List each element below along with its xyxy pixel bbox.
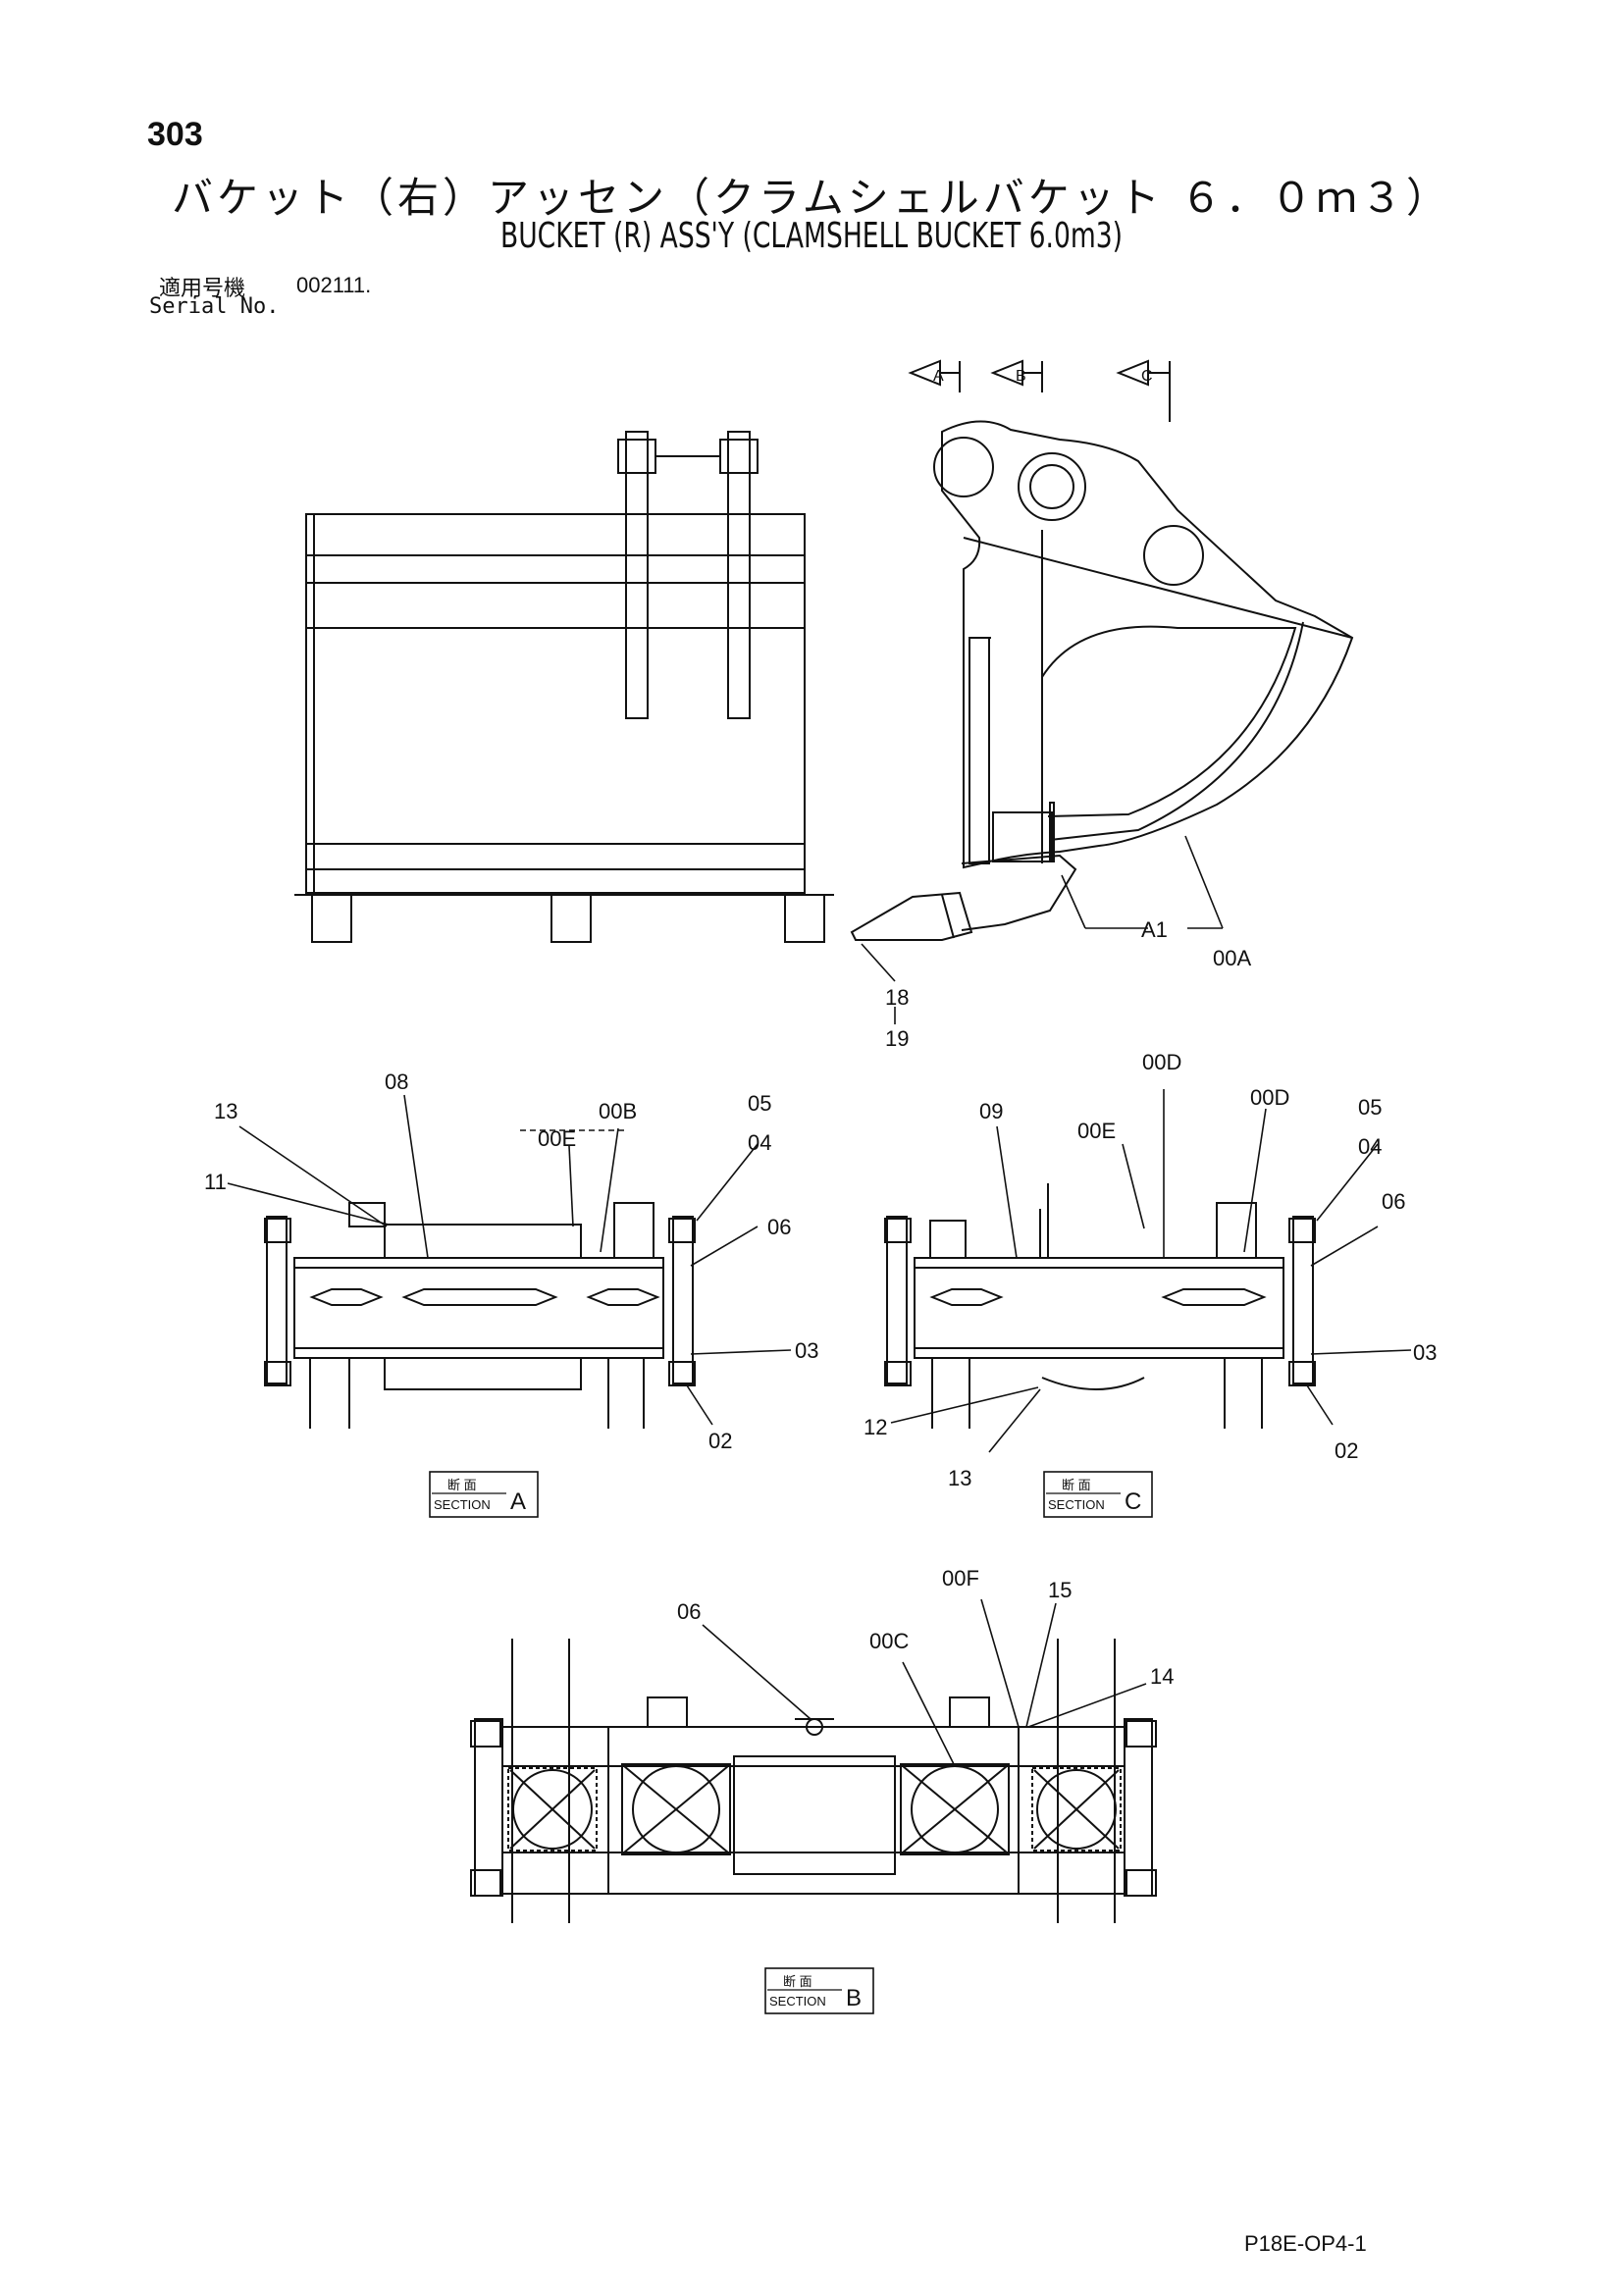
- callout-sc-04: 04: [1358, 1134, 1382, 1159]
- callout-labels: A1 00A 18 19 13 08 00E 00B 05 04 11 06 0…: [204, 368, 1437, 1689]
- callout-sa-03: 03: [795, 1338, 818, 1363]
- callout-sb-15: 15: [1048, 1578, 1072, 1602]
- section-c-letter: C: [1125, 1488, 1141, 1515]
- section-b-drawing: [470, 1639, 1157, 1923]
- callout-sc-03: 03: [1413, 1340, 1437, 1365]
- callout-19: 19: [885, 1026, 909, 1051]
- callout-sa-11: 11: [204, 1170, 227, 1194]
- callout-sb-14: 14: [1150, 1664, 1174, 1689]
- callout-sa-06: 06: [767, 1215, 791, 1239]
- section-a-label-jp: 断 面: [447, 1478, 477, 1492]
- section-a-drawing: [264, 1129, 696, 1429]
- serial-number-value: 002111.: [296, 273, 372, 297]
- section-c-callouts: [890, 1089, 1412, 1453]
- callout-18: 18: [885, 985, 909, 1010]
- callout-sc-00d: 00D: [1250, 1085, 1289, 1110]
- section-a-callouts: [227, 1094, 792, 1426]
- view-marker-a: A: [933, 368, 944, 385]
- callout-sa-04: 04: [748, 1130, 771, 1155]
- title-english: BUCKET (R) ASS'Y (CLAMSHELL BUCKET 6.0m3…: [500, 216, 1123, 256]
- section-label-b: 断 面 SECTION B: [764, 1967, 874, 2014]
- callout-sa-00e: 00E: [538, 1126, 576, 1151]
- callout-a1: A1: [1141, 917, 1168, 942]
- title-japanese: バケット（右）アッセン（クラムシェルバケット ６．０ｍ３）: [171, 174, 1452, 222]
- callout-00a: 00A: [1213, 946, 1251, 970]
- callout-sa-05: 05: [748, 1091, 771, 1116]
- section-a-letter: A: [510, 1488, 526, 1515]
- callout-sc-00d-top: 00D: [1142, 1050, 1181, 1074]
- callout-sb-00f: 00F: [942, 1566, 979, 1591]
- section-b-callouts: [702, 1598, 1147, 1765]
- callout-sc-05: 05: [1358, 1095, 1382, 1120]
- document-code: P18E-OP4-1: [1244, 2231, 1367, 2256]
- callout-sc-06: 06: [1382, 1189, 1405, 1214]
- section-c-drawing: [884, 1183, 1316, 1429]
- serial-label-japanese: 適用号機: [159, 277, 246, 301]
- bucket-front-view: [294, 431, 834, 943]
- callout-sc-12: 12: [864, 1415, 887, 1439]
- callout-sc-00e: 00E: [1077, 1119, 1116, 1143]
- callout-sa-13: 13: [214, 1099, 237, 1123]
- callout-sa-00b: 00B: [599, 1099, 637, 1123]
- section-b-letter: B: [846, 1985, 862, 2011]
- callout-sc-02: 02: [1335, 1438, 1358, 1463]
- section-a-label-en: SECTION: [434, 1497, 491, 1512]
- callout-sa-08: 08: [385, 1070, 408, 1094]
- section-b-label-en: SECTION: [769, 1994, 826, 2009]
- serial-label-english: Serial No.: [149, 294, 280, 319]
- callout-sb-00c: 00C: [869, 1629, 909, 1653]
- callout-sa-02: 02: [708, 1429, 732, 1453]
- section-label-c: 断 面 SECTION C: [1043, 1471, 1153, 1518]
- callout-sc-13: 13: [948, 1466, 971, 1490]
- view-marker-c: C: [1141, 368, 1153, 385]
- view-arrow-c: [1116, 359, 1171, 422]
- bucket-side-view: [850, 359, 1354, 941]
- callout-sc-09: 09: [979, 1099, 1003, 1123]
- section-c-label-jp: 断 面: [1062, 1478, 1091, 1492]
- page-number: 303: [147, 116, 203, 153]
- section-label-a: 断 面 SECTION A: [429, 1471, 539, 1518]
- section-b-label-jp: 断 面: [783, 1974, 812, 1989]
- callout-sb-06: 06: [677, 1599, 701, 1624]
- view-marker-b: B: [1016, 368, 1026, 385]
- view-arrow-a: [908, 359, 961, 392]
- view-arrow-b: [990, 359, 1043, 392]
- section-c-label-en: SECTION: [1048, 1497, 1105, 1512]
- side-view-callouts: [861, 835, 1224, 1024]
